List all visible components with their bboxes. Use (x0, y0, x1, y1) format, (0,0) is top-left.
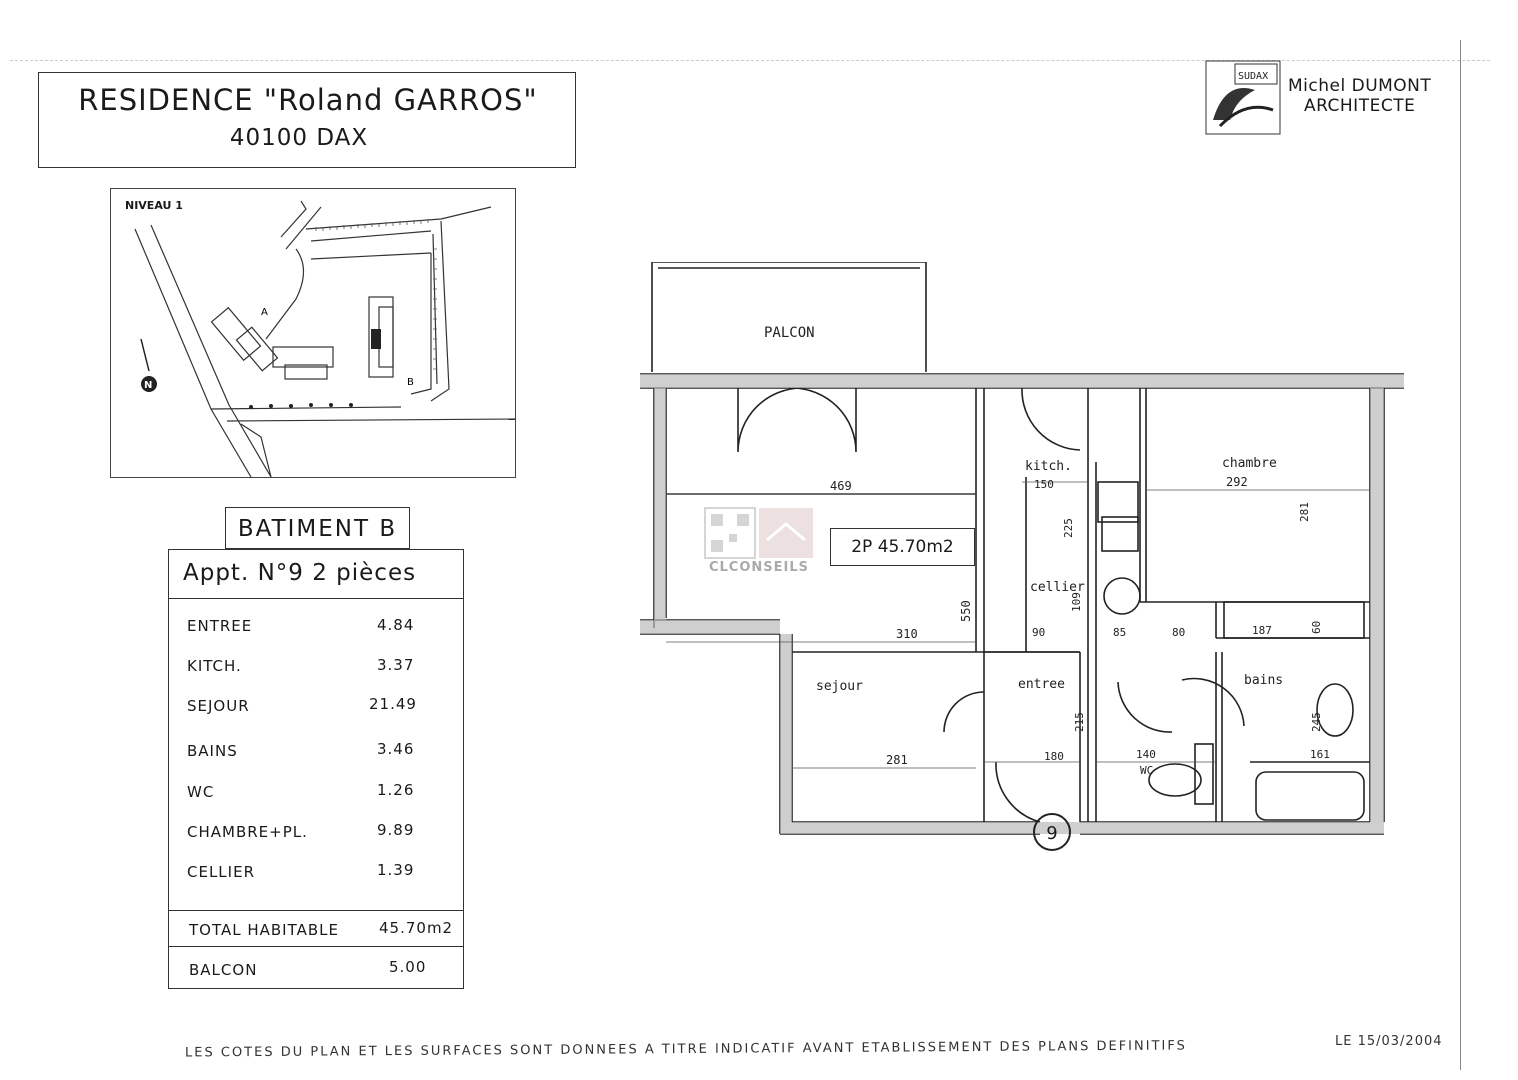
dimension-label: 281 (1298, 502, 1311, 522)
room-label-entry: entree (1018, 677, 1065, 692)
room-label-storage: cellier (1030, 580, 1085, 595)
building-b-label: B (407, 377, 414, 388)
room-area: 9.89 (377, 821, 415, 839)
site-plan: NIVEAU 1 (110, 188, 516, 478)
room-label-bedroom: chambre (1222, 456, 1277, 471)
divider (169, 946, 463, 947)
area-table: Appt. N°9 2 pièces ENTREE 4.84 KITCH. 3.… (168, 549, 464, 989)
architect-logo-icon: SUDAX (1205, 60, 1281, 135)
dimension-label: 60 (1310, 621, 1323, 634)
room-name: CELLIER (187, 863, 255, 881)
divider (169, 598, 463, 599)
divider (169, 910, 463, 911)
architect-name: Michel DUMONT ARCHITECTE (1288, 76, 1431, 116)
dimension-label: 109 (1070, 592, 1083, 612)
room-area: 4.84 (377, 616, 415, 634)
room-name: SEJOUR (187, 697, 250, 715)
room-area: 3.37 (377, 656, 415, 674)
room-label-bathroom: bains (1244, 673, 1283, 688)
dimension-label: 140 (1136, 748, 1156, 761)
logo-text: SUDAX (1238, 71, 1268, 82)
room-label-balcony: PALCON (764, 325, 815, 341)
room-name: BAINS (187, 742, 238, 760)
dimension-label: 225 (1062, 518, 1075, 538)
page-border-right (1460, 40, 1461, 1070)
level-label: NIVEAU 1 (125, 199, 183, 212)
dimension-label: 85 (1113, 626, 1126, 639)
dimension-label: 550 (959, 600, 973, 622)
building-label: BATIMENT B (225, 507, 410, 549)
dimension-label: 292 (1226, 475, 1248, 489)
disclaimer-note: LES COTES DU PLAN ET LES SURFACES SONT D… (184, 1038, 1187, 1061)
residence-title: RESIDENCE "Roland GARROS" (78, 83, 538, 117)
room-name: KITCH. (187, 657, 242, 675)
total-value: 45.70m2 (379, 919, 454, 937)
dimension-label: 180 (1044, 750, 1064, 763)
title-box: RESIDENCE "Roland GARROS" 40100 DAX (38, 72, 576, 168)
room-label-wc: WC (1140, 764, 1153, 777)
dimension-label: 90 (1032, 626, 1045, 639)
dimension-label: 469 (830, 479, 852, 493)
dimension-label: 245 (1310, 712, 1323, 732)
dimension-label: 161 (1310, 748, 1330, 761)
room-area: 3.46 (377, 740, 415, 758)
dimension-label: 80 (1172, 626, 1185, 639)
dimension-label: 310 (896, 627, 918, 641)
page-border-top (10, 60, 1490, 61)
room-label-living: sejour (816, 679, 863, 694)
total-label: TOTAL HABITABLE (189, 921, 339, 939)
architect-name-line2: ARCHITECTE (1303, 96, 1416, 116)
architect-name-line1: Michel DUMONT (1288, 76, 1432, 96)
dimension-label: 281 (886, 753, 908, 767)
balcony-label: BALCON (189, 961, 258, 979)
room-name: CHAMBRE+PL. (187, 823, 308, 841)
room-label-kitchen: kitch. (1025, 459, 1072, 474)
apartment-title: Appt. N°9 2 pièces (183, 560, 417, 586)
room-area: 1.39 (377, 861, 415, 879)
dimension-label: 187 (1252, 624, 1272, 637)
apartment-badge: 2P 45.70m2 (830, 528, 975, 566)
architect-logo: SUDAX (1205, 60, 1281, 135)
room-area: 1.26 (377, 781, 415, 799)
room-name: WC (187, 783, 215, 801)
dimension-label: 215 (1073, 712, 1086, 732)
dimension-label: 150 (1034, 478, 1054, 491)
city-subtitle: 40100 DAX (229, 125, 369, 151)
floor-plan: PALCON kitch. chambre cellier sejour ent… (640, 262, 1404, 835)
balcony-value: 5.00 (389, 958, 427, 976)
document-date: LE 15/03/2004 (1335, 1034, 1443, 1049)
building-a-label: A (261, 307, 268, 318)
watermark-text: CLCONSEILS (708, 560, 810, 575)
site-plan-drawing: A B N (134, 200, 515, 477)
watermark-logo-icon (704, 507, 813, 559)
unit-number: 9 (1033, 813, 1071, 851)
north-arrow-icon: N (144, 380, 152, 391)
room-area: 21.49 (369, 695, 417, 713)
room-name: ENTREE (187, 617, 253, 635)
